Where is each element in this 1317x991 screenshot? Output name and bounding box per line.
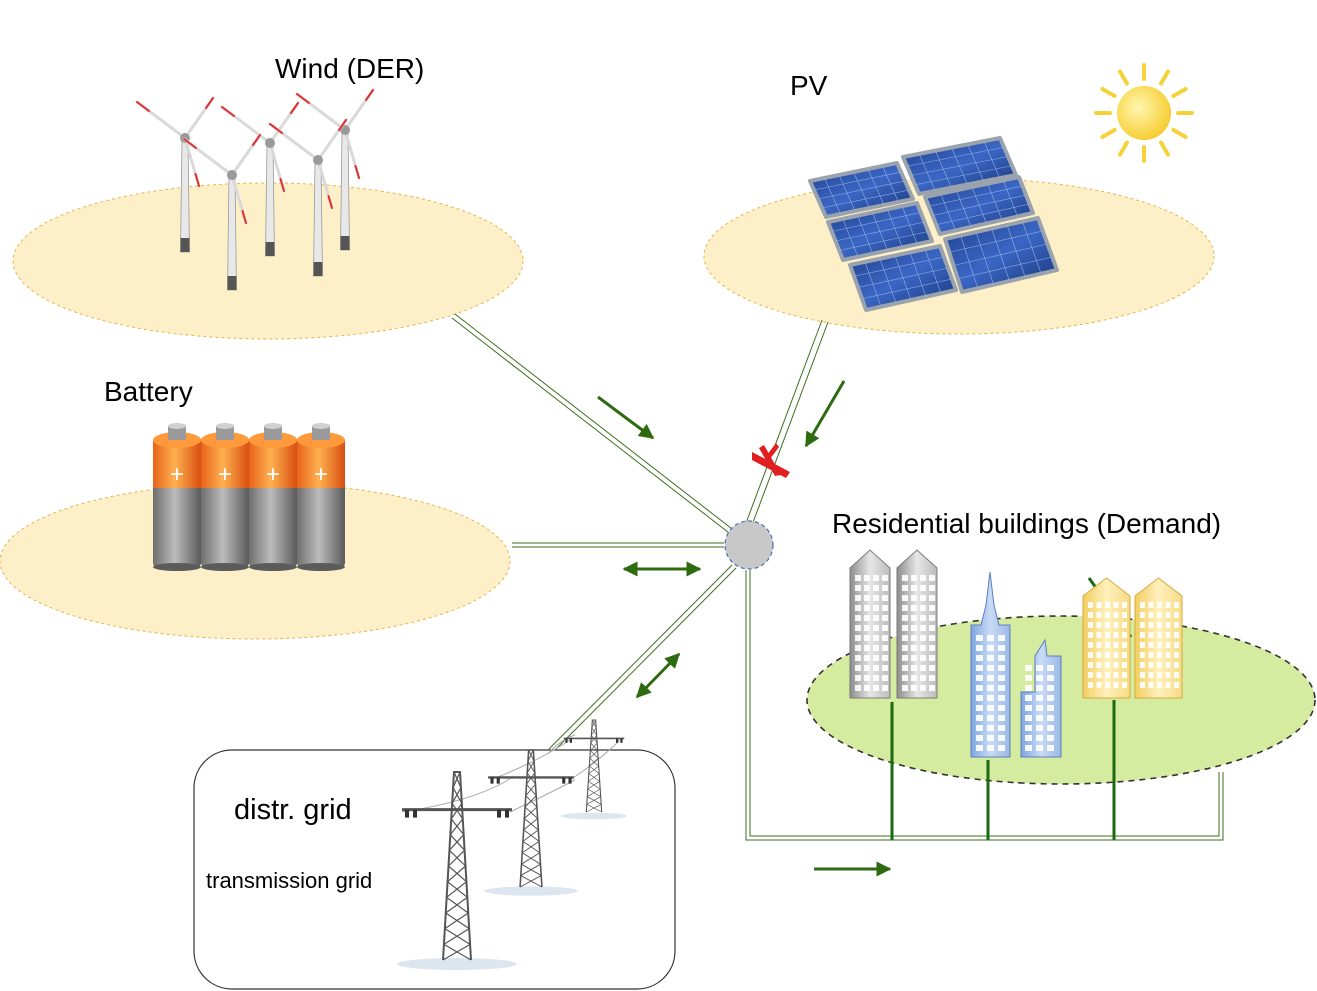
battery-plus-symbol: + <box>266 461 280 488</box>
battery-cell: + <box>201 423 249 571</box>
flow-arrows <box>597 380 892 877</box>
wind-turbine-icon <box>135 88 375 291</box>
solar-panel <box>923 175 1035 236</box>
pv-label: PV <box>790 70 828 101</box>
wind-turbine <box>220 101 300 257</box>
building-icon <box>849 549 1183 840</box>
wind-turbine <box>268 118 348 277</box>
arrow-wind-in <box>597 395 655 440</box>
residential-label: Residential buildings (Demand) <box>832 508 1222 539</box>
battery-cell: + <box>297 423 345 571</box>
power-pylon <box>397 771 517 970</box>
grid-hub <box>724 520 774 570</box>
solar-panel <box>808 161 915 219</box>
building <box>1082 577 1131 699</box>
wind-turbine <box>295 88 375 251</box>
battery-plus-symbol: + <box>314 461 328 488</box>
building <box>970 571 1062 758</box>
solar-panel <box>901 136 1018 196</box>
solar-panel-icon <box>808 136 1059 312</box>
battery-icon: + + + + <box>153 423 345 571</box>
solar-panel <box>848 244 958 312</box>
solar-panel <box>826 201 934 262</box>
building <box>849 549 891 699</box>
building <box>1134 577 1183 699</box>
sun-icon <box>1094 63 1194 163</box>
transmission-grid-label: transmission grid <box>206 868 373 893</box>
battery-cell: + <box>153 423 201 571</box>
circuit-breaker-icon <box>752 443 790 478</box>
power-pylon <box>561 719 627 820</box>
power-pylon <box>484 749 578 896</box>
power-lines <box>451 313 1224 841</box>
building <box>896 549 938 699</box>
arrow-pv-in <box>804 380 846 448</box>
wind-label: Wind (DER) <box>275 53 425 84</box>
grid-box <box>193 749 676 990</box>
wind-turbine <box>182 133 262 291</box>
distr-grid-label: distr. grid <box>234 794 352 826</box>
wind-turbine <box>135 96 215 253</box>
solar-panel <box>943 216 1059 294</box>
battery-plus-symbol: + <box>170 461 184 488</box>
battery-plus-symbol: + <box>218 461 232 488</box>
arrow-grid-bidirectional <box>635 652 681 699</box>
power-pylon-icon <box>397 719 627 970</box>
battery-label: Battery <box>104 376 193 407</box>
battery-cell: + <box>249 423 297 571</box>
